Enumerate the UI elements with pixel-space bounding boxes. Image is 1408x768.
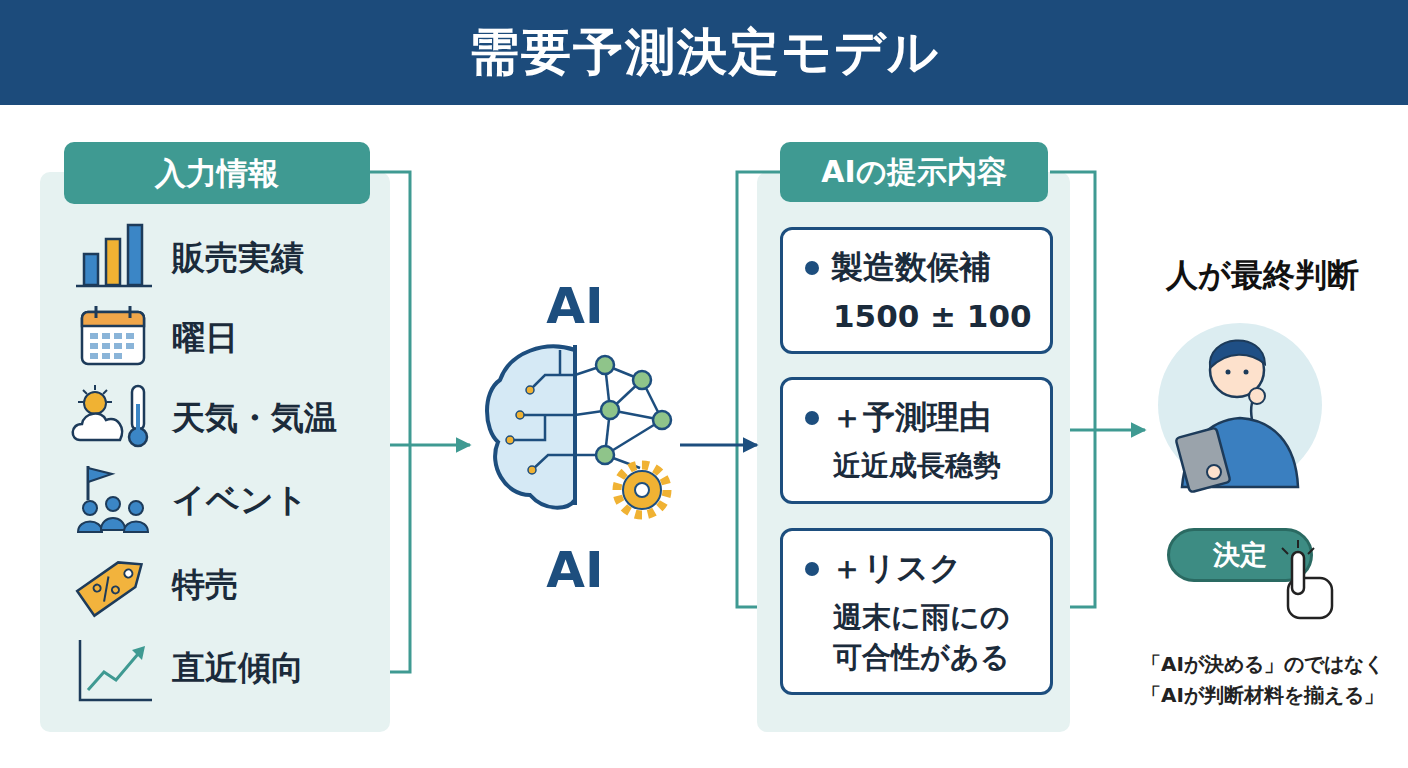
bullet-dot <box>805 411 819 425</box>
input-item: 特売 <box>172 565 238 605</box>
ai-label: AI <box>470 280 680 332</box>
ai-label: AI <box>470 544 680 596</box>
box-body: 週末に雨にの可合性がある <box>833 597 1029 677</box>
flow-arrow <box>390 444 470 447</box>
box-heading: ＋予測理由 <box>831 396 991 438</box>
input-item: イベント <box>172 480 308 520</box>
decide-button: 決定 <box>1167 528 1313 582</box>
flow-arrow <box>680 444 757 447</box>
decision-area: 人が最終判断決定 <box>1145 255 1380 605</box>
ai-engine: AI AI <box>470 280 680 610</box>
note-text: 「AIが判断材料を揃える」 <box>1125 681 1400 709</box>
input-panel: 入力情報販売実績曜日天気・気温イベント特売直近傾向 <box>40 172 390 732</box>
input-item: 曜日 <box>172 318 238 358</box>
input-item: 直近傾向 <box>172 648 304 688</box>
box-body: 近近成長稳勢 <box>833 446 1001 486</box>
button-text: 決定 <box>1170 531 1310 579</box>
panel-header: 入力情報 <box>64 142 370 204</box>
panel-header: AIの提示内容 <box>780 142 1048 202</box>
box-body: 1500 ± 100 <box>833 296 1032 336</box>
output-box: ＋予測理由近近成長稳勢 <box>780 377 1053 504</box>
input-item: 販売実績 <box>172 238 304 278</box>
flow-arrow <box>1070 429 1145 432</box>
bullet-dot <box>805 562 819 576</box>
input-item: 天気・気温 <box>172 398 337 438</box>
bullet-dot <box>805 261 819 275</box>
decision-heading: 人が最終判断 <box>1145 255 1380 295</box>
output-box: ＋リスク週末に雨にの可合性がある <box>780 528 1053 695</box>
output-panel: AIの提示内容製造数候補1500 ± 100＋予測理由近近成長稳勢＋リスク週末に… <box>757 172 1070 732</box>
note-text: 「AIが決める」のではなく <box>1125 650 1400 678</box>
ai-brain-illustration <box>487 345 671 515</box>
box-heading: ＋リスク <box>831 547 962 589</box>
box-heading: 製造数候補 <box>831 246 991 288</box>
title-bar: 需要予測決定モデル <box>0 0 1408 105</box>
title-text: 需要予測決定モデル <box>0 0 1408 105</box>
person-illustration <box>1158 323 1322 492</box>
output-box: 製造数候補 1500 ± 100 <box>780 227 1053 354</box>
